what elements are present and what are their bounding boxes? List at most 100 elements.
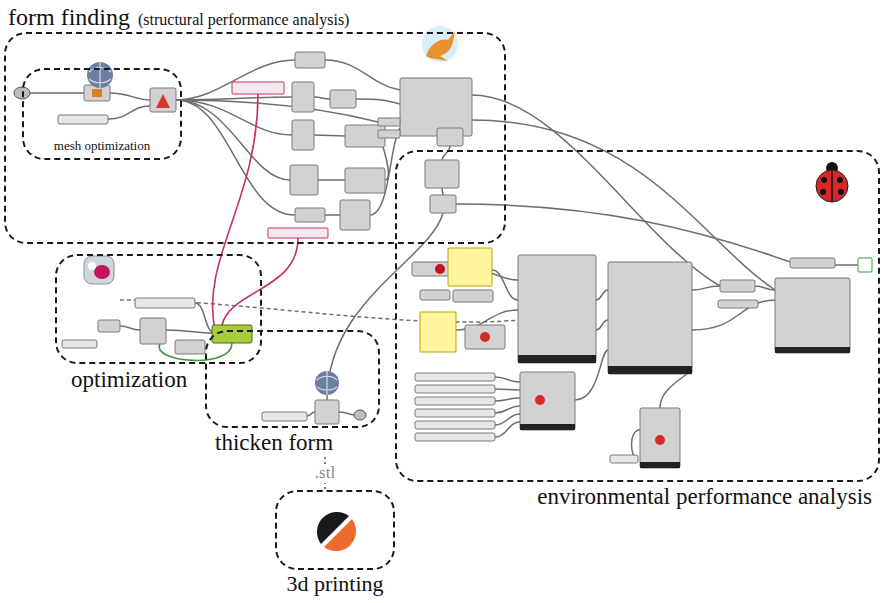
component-icon (655, 435, 665, 445)
component (420, 290, 450, 300)
component (465, 325, 505, 349)
group-label: thicken form (213, 430, 335, 456)
group-label: environmental performance analysis (535, 484, 874, 510)
component (175, 340, 205, 354)
dashed-group-frame (395, 150, 880, 482)
text-holder: mesh optimization (52, 136, 152, 154)
weaverbird-icon (87, 62, 113, 88)
component-band (518, 355, 596, 363)
wire (755, 286, 775, 290)
weaverbird-icon (87, 62, 113, 88)
galapagos-component (212, 325, 252, 343)
ladybug-icon (838, 189, 844, 195)
component-icon (480, 332, 490, 342)
component (518, 255, 596, 363)
wire (339, 412, 354, 415)
component (640, 408, 680, 468)
component (430, 195, 456, 213)
slider (62, 340, 97, 348)
group-label: 3d printing (284, 571, 385, 596)
group-box: thicken form (205, 330, 380, 457)
wire (30, 92, 84, 94)
slider (415, 421, 495, 429)
wire (314, 97, 330, 99)
dashed-group-frame (55, 254, 262, 364)
wire (314, 135, 345, 136)
component (315, 400, 339, 424)
component (98, 320, 120, 332)
component-band (608, 366, 692, 374)
wire (176, 60, 295, 100)
wire (318, 179, 345, 181)
weaverbird-icon (89, 62, 111, 88)
weaverbird-icon (317, 371, 337, 395)
component-icon (535, 395, 545, 405)
wire (176, 100, 295, 215)
component (150, 88, 176, 112)
group-label: form finding (6, 4, 132, 32)
wire (692, 300, 775, 330)
component (140, 318, 166, 344)
slider (135, 298, 195, 308)
component-icon (92, 89, 102, 97)
wire (327, 213, 443, 400)
component (292, 82, 314, 112)
wire (492, 270, 518, 300)
wire (442, 188, 443, 195)
wire (442, 146, 450, 160)
component (290, 165, 318, 195)
param-oval (354, 410, 366, 420)
wire (495, 422, 520, 437)
component (345, 168, 385, 193)
panel (232, 82, 284, 94)
ladybug-icon (837, 177, 843, 183)
ladybug-icon (816, 170, 848, 202)
wire (596, 290, 608, 300)
wire (692, 286, 720, 290)
text-holder: environmental performance analysis (535, 484, 874, 510)
group-box: 3d printing (275, 490, 395, 598)
component (292, 120, 314, 150)
triangle-icon (156, 94, 170, 108)
wire (495, 389, 520, 390)
wire (110, 93, 150, 100)
wire (596, 320, 608, 330)
text-holder: (structural performance analysis) (136, 11, 351, 29)
group-box: mesh optimization (22, 68, 182, 160)
wire (166, 330, 212, 333)
ladybug-icon (820, 189, 826, 195)
slider (415, 385, 495, 393)
wire (660, 370, 692, 408)
printer-logo (317, 512, 356, 551)
component (378, 130, 400, 138)
group-label: mesh optimization (52, 139, 152, 154)
solver-component (400, 78, 472, 136)
ladybug-icon (821, 177, 827, 183)
component (720, 280, 755, 292)
slider (415, 397, 495, 405)
dashed-group-frame (4, 32, 506, 244)
text-holder: thicken form (213, 430, 335, 456)
galapagos-icon (84, 256, 114, 284)
pink-wire (222, 238, 298, 325)
component (453, 290, 493, 302)
slider (415, 373, 495, 381)
group-box: mesh optimization form finding(structural… (4, 2, 506, 244)
component (340, 200, 370, 230)
wire (495, 406, 520, 413)
text-holder: 3d printing (284, 571, 385, 596)
component-band (520, 424, 575, 430)
component (790, 258, 835, 268)
wire (835, 264, 858, 266)
dashed-group-frame (275, 490, 395, 570)
wire (108, 106, 150, 119)
wire (456, 204, 790, 262)
slider (415, 409, 495, 417)
wire (325, 60, 400, 90)
wire (495, 377, 520, 382)
component (608, 262, 692, 374)
wire (356, 99, 400, 104)
